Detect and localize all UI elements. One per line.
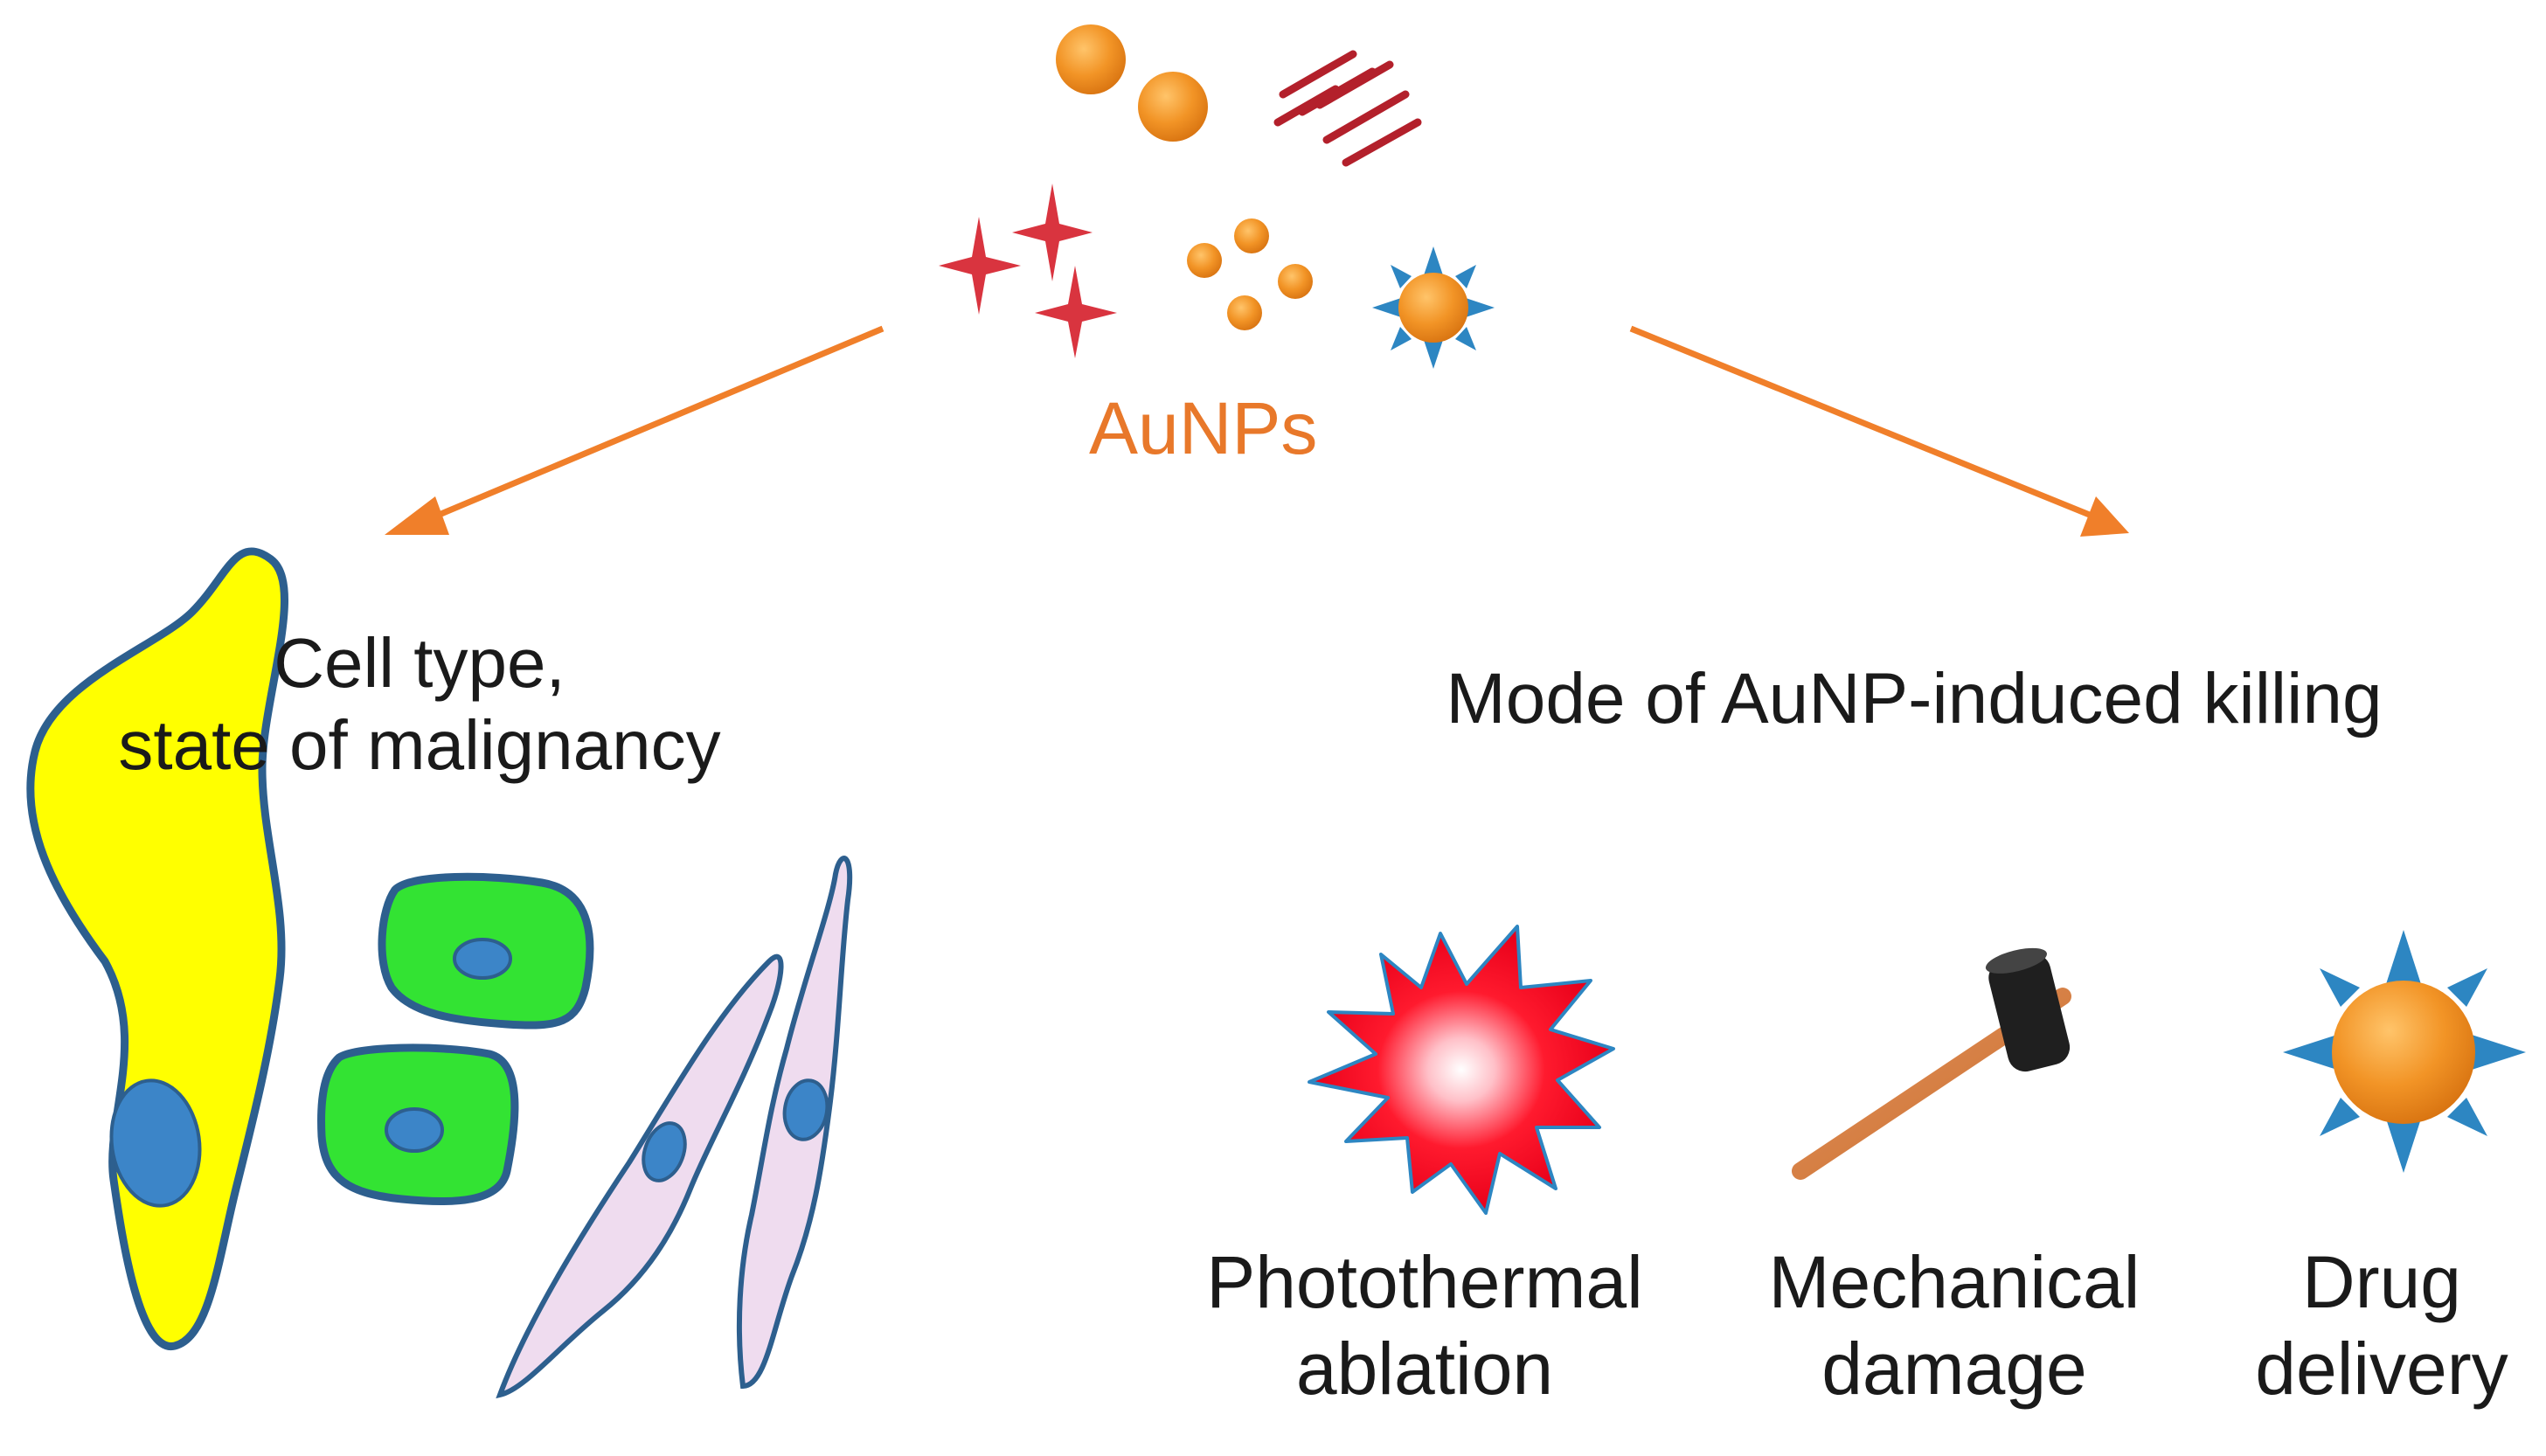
- cell-type-line2: state of malignancy: [118, 706, 721, 785]
- nanosphere-icon: [1056, 24, 1126, 94]
- mode-line1: Mechanical: [1768, 1241, 2140, 1323]
- yellow-cell: [26, 547, 288, 1350]
- cell-type-label: Cell type, state of malignancy: [35, 622, 804, 787]
- killing-mode-title: Mode of AuNP-induced killing: [1446, 659, 2383, 738]
- nucleus: [109, 1078, 202, 1208]
- nanorods-icon: [1273, 50, 1422, 167]
- mode-line2: damage: [1821, 1328, 2087, 1411]
- mode-line2: ablation: [1295, 1328, 1554, 1411]
- mode-line2: delivery: [2255, 1328, 2508, 1411]
- cells-illustration: [26, 547, 853, 1399]
- aunp-particles: [939, 24, 1495, 369]
- aunps-label: AuNPs: [1089, 387, 1318, 469]
- hammer-icon: [1792, 947, 2071, 1180]
- nucleus: [385, 1107, 444, 1153]
- nanosphere-icon: [1138, 72, 1208, 142]
- nucleus: [782, 1078, 829, 1141]
- spiky-sphere-small-icon: [1372, 246, 1495, 369]
- mode-line1: Drug: [2301, 1241, 2462, 1323]
- nanostars-icon: [939, 184, 1117, 358]
- spiky-sphere-icon: [2283, 930, 2526, 1173]
- mode-label-mechanical: Mechanical damage: [1692, 1239, 2216, 1412]
- nanoparticle-cluster-icon: [1187, 218, 1313, 330]
- mode-label-photothermal: Photothermal ablation: [1162, 1239, 1687, 1412]
- cell-type-line1: Cell type,: [274, 624, 565, 702]
- nucleus: [642, 1121, 687, 1182]
- pink-cell: [496, 953, 784, 1399]
- nucleus: [453, 938, 512, 980]
- mode-line1: Photothermal: [1206, 1241, 1643, 1323]
- mode-label-drug: Drug delivery: [2220, 1239, 2543, 1412]
- arrow-left: [385, 325, 885, 535]
- arrow-right: [1629, 325, 2129, 537]
- starburst-icon: [1308, 925, 1615, 1215]
